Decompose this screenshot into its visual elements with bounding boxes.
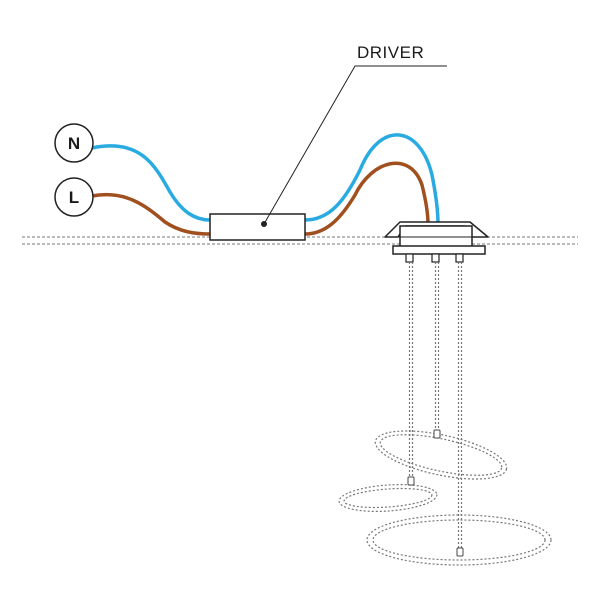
cable-clamps	[407, 429, 464, 557]
live-label: L	[69, 188, 79, 207]
driver-callout: DRIVER	[263, 43, 447, 225]
ring-pendants	[338, 430, 552, 566]
ceiling-canopy	[384, 221, 489, 263]
neutral-terminal: N	[54, 123, 94, 163]
ring-middle	[338, 483, 438, 513]
driver-label: DRIVER	[357, 43, 424, 62]
suspension-cables	[408, 262, 463, 553]
neutral-wire	[90, 133, 440, 226]
driver-box	[209, 213, 306, 241]
neutral-label: N	[68, 134, 80, 153]
ring-top	[374, 430, 508, 480]
ring-bottom	[366, 514, 552, 566]
live-terminal: L	[54, 177, 94, 217]
live-wire	[90, 161, 430, 236]
